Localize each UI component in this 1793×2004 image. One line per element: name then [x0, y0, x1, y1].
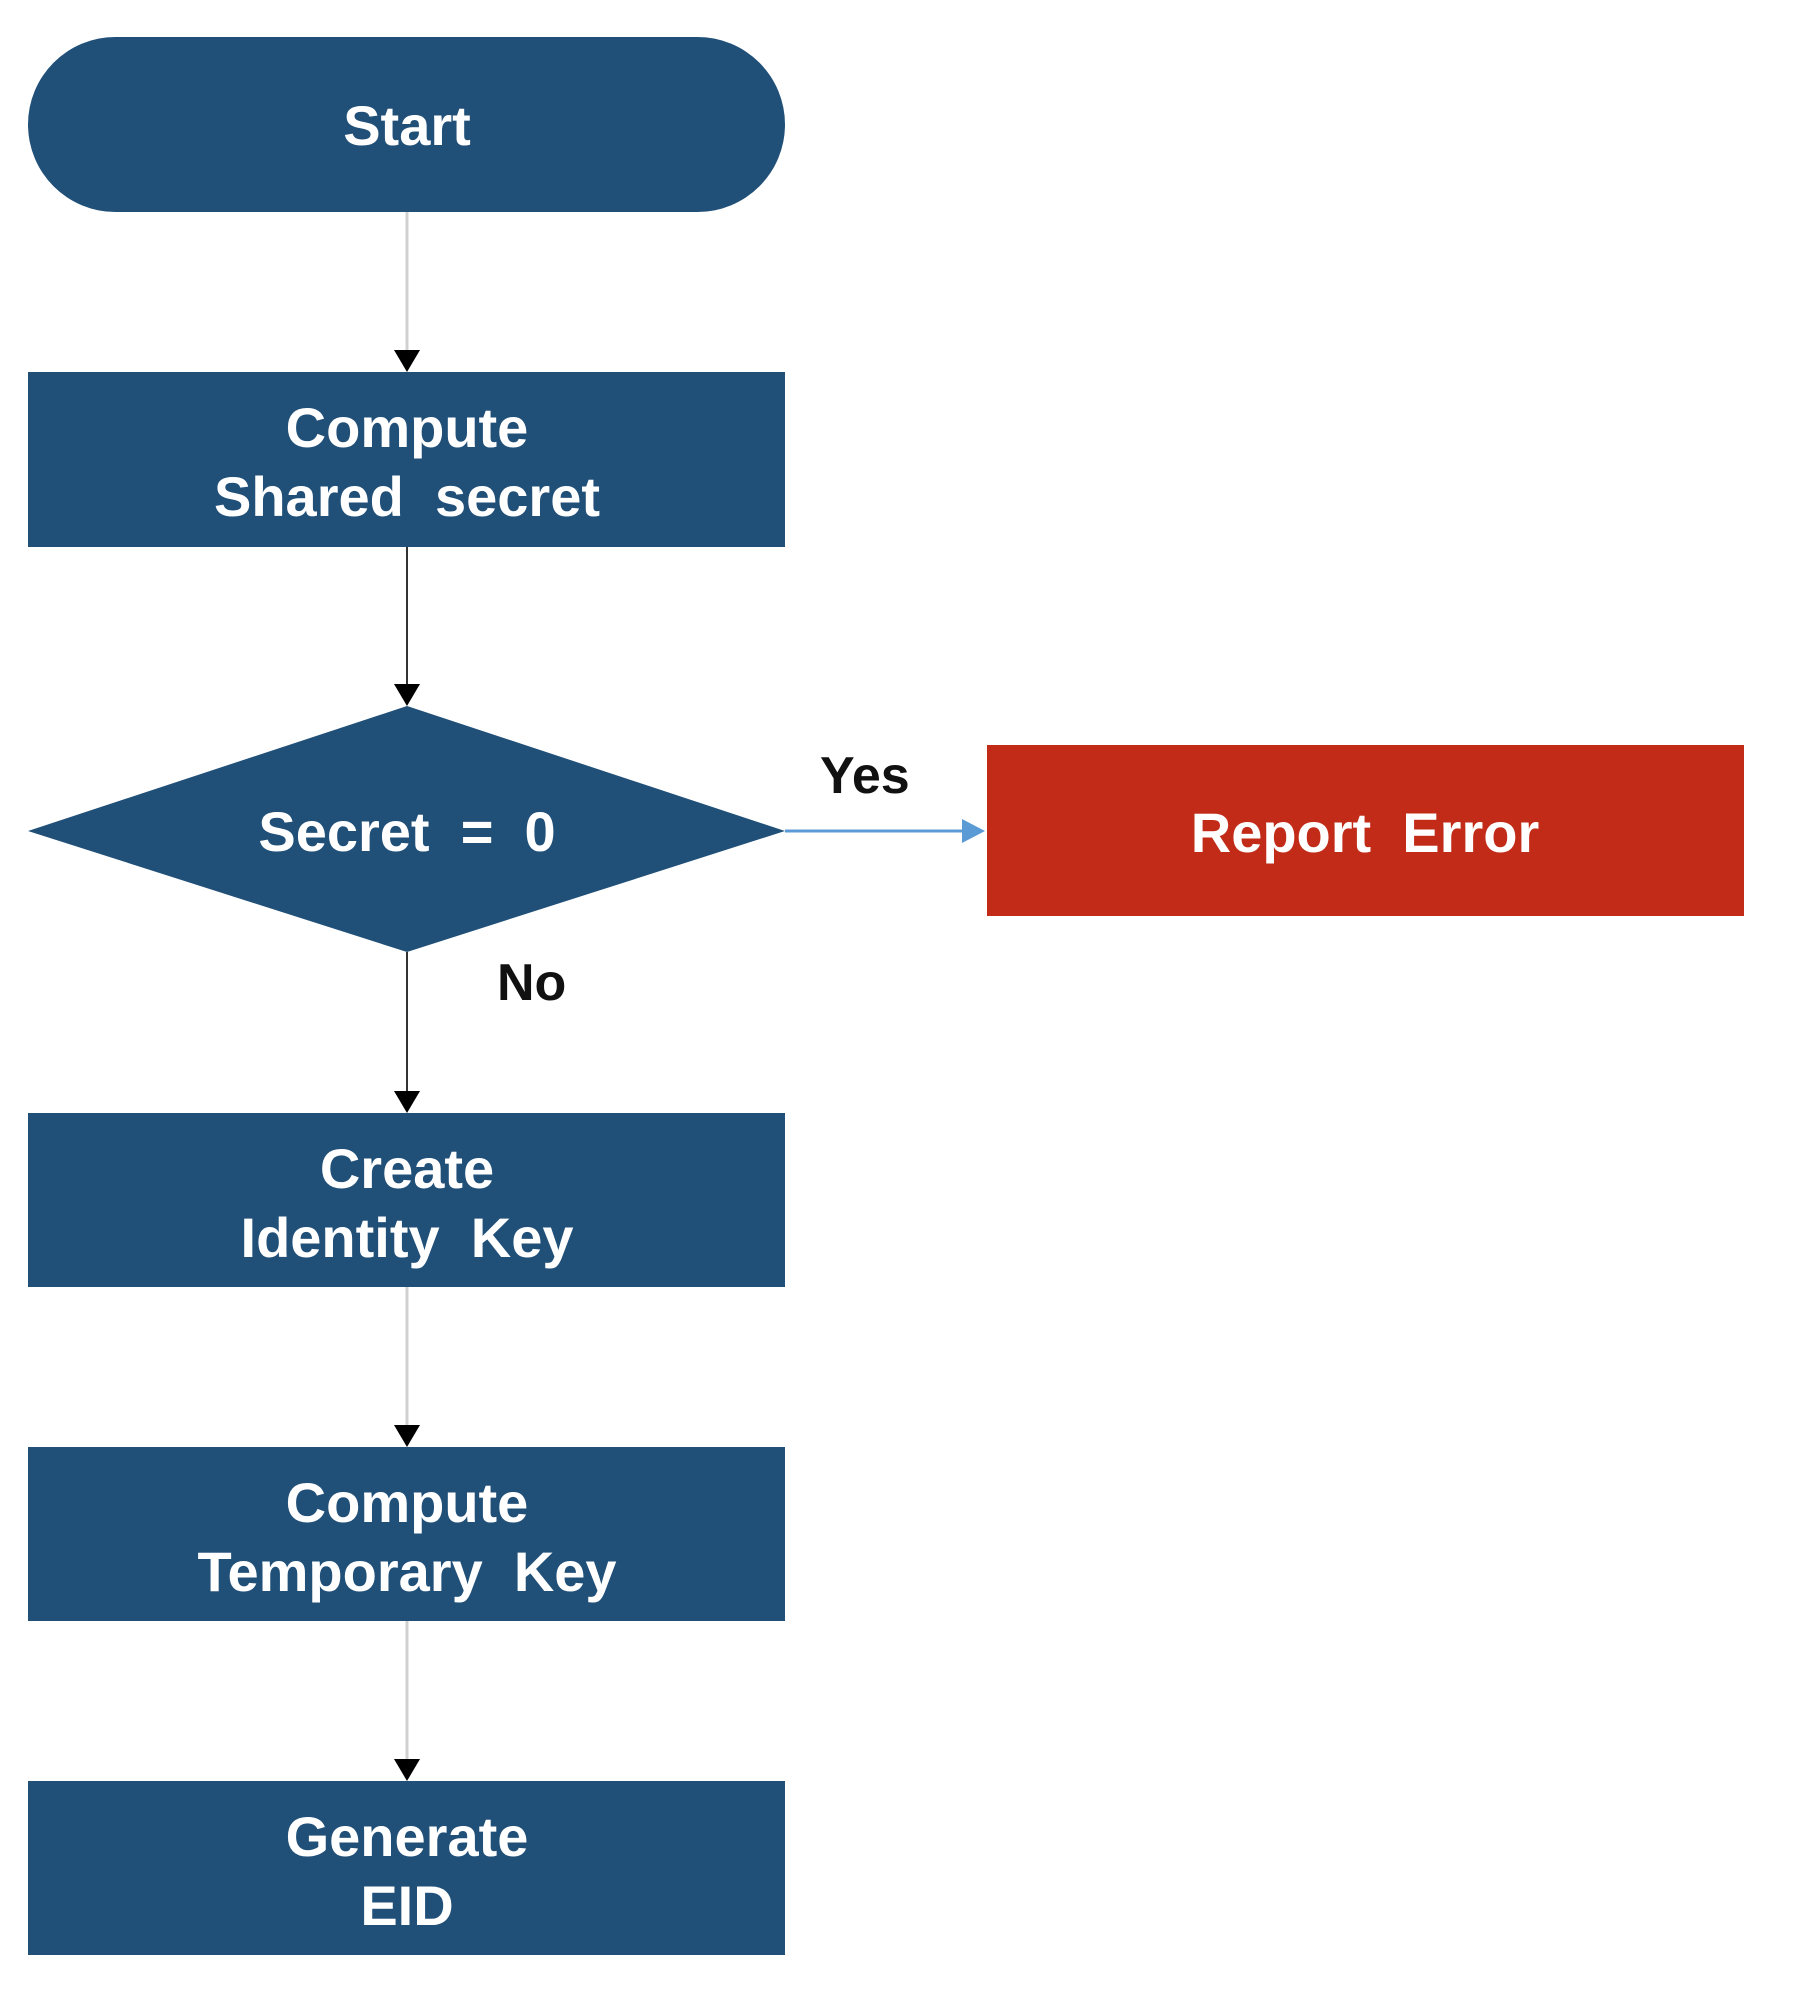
- compute-shared-secret-node: Compute Shared secret: [28, 372, 785, 547]
- start-label: Start: [343, 94, 471, 157]
- connectors: [394, 212, 985, 1781]
- secret-check-decision: Secret = 0: [28, 706, 785, 952]
- report-error-node: Report Error: [987, 745, 1744, 916]
- start-node: Start: [28, 37, 785, 212]
- arrowhead-create-identity-key: [394, 1091, 420, 1113]
- arrowhead-generate-eid: [394, 1759, 420, 1781]
- arrowhead-compute-shared-secret: [394, 350, 420, 372]
- compute-temporary-key-label-line2: Temporary Key: [197, 1540, 616, 1603]
- create-identity-key-label-line2: Identity Key: [241, 1206, 574, 1269]
- compute-temporary-key-label-line1: Compute: [286, 1471, 529, 1534]
- arrowhead-compute-temporary-key: [394, 1425, 420, 1447]
- arrowhead-report-error: [962, 819, 985, 843]
- create-identity-key-label-line1: Create: [320, 1137, 494, 1200]
- generate-eid-node: Generate EID: [28, 1781, 785, 1955]
- secret-check-label: Secret = 0: [258, 800, 555, 863]
- edge-label-yes: Yes: [820, 747, 910, 805]
- generate-eid-label-line2: EID: [360, 1874, 453, 1937]
- edge-label-no: No: [497, 954, 566, 1012]
- compute-shared-secret-label-line1: Compute: [286, 396, 529, 459]
- create-identity-key-node: Create Identity Key: [28, 1113, 785, 1287]
- compute-temporary-key-node: Compute Temporary Key: [28, 1447, 785, 1621]
- report-error-label: Report Error: [1191, 801, 1540, 864]
- arrowhead-decision: [394, 684, 420, 706]
- compute-shared-secret-label-line2: Shared secret: [214, 465, 600, 528]
- generate-eid-label-line1: Generate: [286, 1805, 529, 1868]
